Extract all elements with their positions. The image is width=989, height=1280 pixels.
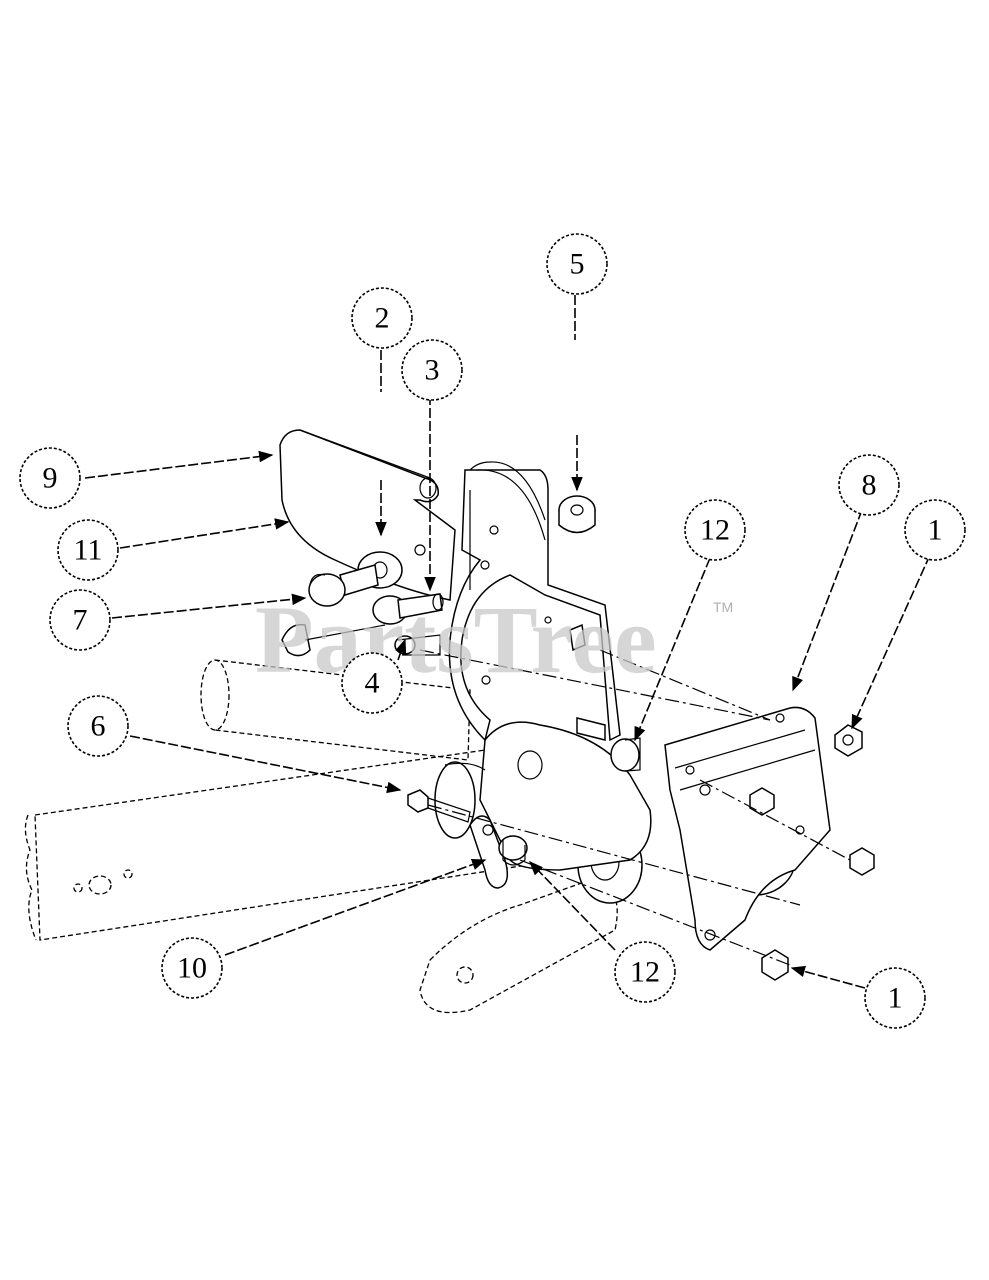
callout-3[interactable]: 3: [401, 339, 463, 401]
assembly-drawing: [24, 429, 875, 1014]
callout-2-label: 2: [375, 302, 390, 335]
lever-handle: [279, 429, 456, 601]
linkage-plate: [434, 721, 652, 889]
callout-3-label: 3: [425, 354, 440, 387]
mounting-plate: [664, 706, 831, 951]
callout-10-label: 10: [177, 952, 207, 985]
shoulder-bolt: [308, 564, 379, 607]
flange-bushing-upper: [610, 737, 641, 772]
callout-1-bottom[interactable]: 1: [864, 967, 926, 1029]
hex-nut-2: [749, 787, 775, 816]
watermark-brand: PartsTree: [255, 586, 657, 693]
lower-link-arm: [419, 879, 618, 1014]
callout-8[interactable]: 8: [838, 454, 900, 516]
pivot-bracket: [448, 461, 621, 742]
callout-7[interactable]: 7: [49, 589, 111, 651]
callout-11-label: 11: [74, 534, 103, 567]
callout-1-top[interactable]: 1: [904, 499, 966, 561]
callout-10[interactable]: 10: [161, 937, 223, 999]
watermark: PartsTree TM: [255, 586, 733, 693]
callout-12-bottom-label: 12: [630, 956, 660, 989]
hex-bolt: [407, 789, 471, 823]
assembly-centerlines: [419, 649, 851, 966]
callout-1-bottom-label: 1: [888, 982, 903, 1015]
callout-6-label: 6: [91, 710, 106, 743]
spacer: [372, 593, 444, 625]
leader-lines: [84, 295, 931, 989]
callout-9-label: 9: [43, 462, 58, 495]
callout-5[interactable]: 5: [546, 233, 608, 295]
callout-1-top-label: 1: [928, 514, 943, 547]
bracket-pin: [569, 623, 606, 741]
callout-12-top[interactable]: 12: [684, 499, 746, 561]
callout-8-label: 8: [862, 469, 877, 502]
hex-nut-4: [761, 949, 789, 981]
callout-4-label: 4: [365, 667, 380, 700]
callout-2[interactable]: 2: [351, 287, 413, 349]
callout-5-label: 5: [570, 248, 585, 281]
watermark-trademark: TM: [713, 599, 733, 615]
flange-bushing-lower: [498, 835, 528, 866]
callout-6[interactable]: 6: [67, 695, 129, 757]
callouts: 2 3 5 9 11 7 4 12: [19, 233, 966, 1029]
callout-7-label: 7: [73, 604, 88, 637]
callout-4[interactable]: 4: [341, 652, 403, 714]
hex-nut-1: [834, 724, 863, 757]
callout-12-top-label: 12: [700, 514, 730, 547]
callout-11[interactable]: 11: [57, 519, 119, 581]
flange-bushing-top: [558, 495, 596, 534]
callout-9[interactable]: 9: [19, 447, 81, 509]
hex-nut-3: [849, 847, 875, 876]
callout-12-bottom[interactable]: 12: [614, 941, 676, 1003]
